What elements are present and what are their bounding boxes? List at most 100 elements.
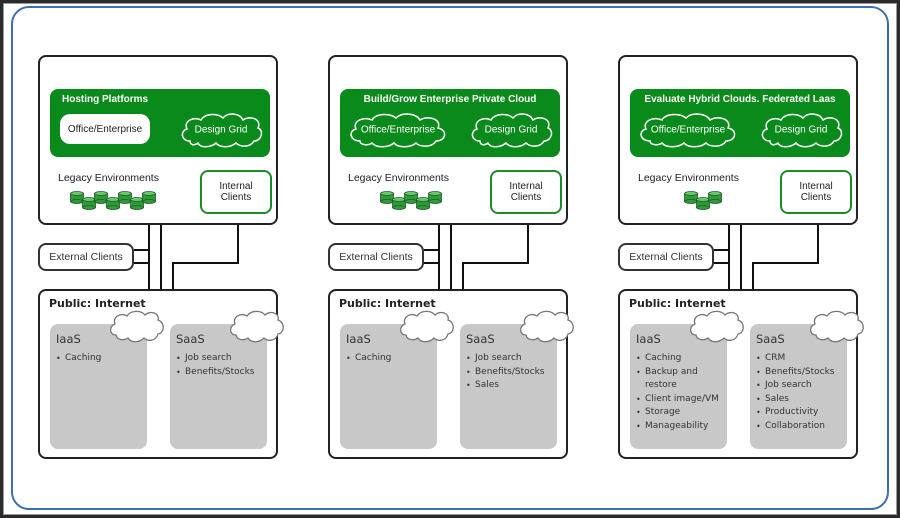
saas-cloud-icon [519, 310, 574, 343]
internal-clients-label-line1: Internal [799, 181, 833, 192]
iaas-cloud-icon [399, 310, 454, 343]
saas-list: Job searchBenefits/StocksSales [466, 352, 558, 393]
saas-panel: SaaS Job searchBenefits/StocksSales [460, 324, 557, 449]
saas-list: Job searchBenefits/Stocks [176, 352, 268, 379]
database-cylinder-icon [142, 189, 156, 204]
service-item: Benefits/Stocks [756, 366, 848, 380]
internal-clients-label-line1: Internal [219, 181, 253, 192]
platform-heading: Build/Grow Enterprise Private Cloud [363, 94, 537, 105]
cloud-icon [181, 113, 263, 148]
saas-title: SaaS [176, 332, 205, 346]
office-enterprise-cloud: Office/Enterprise [636, 111, 740, 149]
database-cylinder-icon [118, 189, 132, 204]
database-cylinder-icon [416, 195, 430, 210]
service-item: Benefits/Stocks [466, 366, 558, 380]
iaas-cloud-icon [689, 310, 744, 343]
cloud-icon [471, 113, 553, 148]
public-internet-title: Public: Internet [629, 297, 726, 310]
service-item: Collaboration [756, 420, 848, 434]
service-item: Job search [176, 352, 268, 366]
saas-title: SaaS [756, 332, 785, 346]
cloud-icon [640, 113, 736, 148]
cloud-icon [350, 113, 446, 148]
database-cylinder-icon [82, 195, 96, 210]
design-grid-label: Design Grid [194, 124, 248, 136]
saas-list: CRMBenefits/StocksJob searchSalesProduct… [756, 352, 848, 433]
external-clients-box: External Clients [618, 243, 714, 271]
service-item: Benefits/Stocks [176, 366, 268, 380]
service-item: Caching [346, 352, 438, 366]
stage-column-hybrid-cloud: Evaluate Hybrid Clouds. Federated Laas O… [610, 0, 900, 518]
platform-heading: Hosting Platforms [62, 94, 149, 105]
platform-panel: Build/Grow Enterprise Private Cloud Offi… [340, 89, 560, 157]
office-enterprise-label: Office/Enterprise [360, 124, 436, 136]
office-enterprise-label: Office/Enterprise [650, 124, 726, 136]
saas-title: SaaS [466, 332, 495, 346]
iaas-list: Caching [56, 352, 148, 366]
public-internet-box: Public: Internet IaaS CachingBackup and … [618, 289, 864, 459]
database-cylinder-icon [708, 189, 722, 204]
legacy-environments-label: Legacy Environments [638, 172, 739, 184]
platform-heading: Evaluate Hybrid Clouds. Federated Laas [644, 94, 836, 105]
stage-column-hosting: Hosting Platforms Office/Enterprise Desi… [30, 0, 320, 518]
public-internet-title: Public: Internet [339, 297, 436, 310]
service-item: Job search [466, 352, 558, 366]
design-grid-label: Design Grid [774, 124, 828, 136]
service-item: Manageability [636, 420, 728, 434]
iaas-title: IaaS [346, 332, 371, 346]
external-clients-box: External Clients [38, 243, 134, 271]
public-internet-box: Public: Internet IaaS Caching SaaS Job s… [38, 289, 284, 459]
service-item: CRM [756, 352, 848, 366]
service-item: Storage [636, 406, 728, 420]
legacy-environments-label: Legacy Environments [58, 172, 159, 184]
database-cylinder-icon [94, 189, 108, 204]
database-cylinder-icon [684, 189, 698, 204]
service-item: Sales [466, 379, 558, 393]
public-internet-box: Public: Internet IaaS Caching SaaS Job s… [328, 289, 574, 459]
saas-cloud-icon [229, 310, 284, 343]
internal-clients-label-line2: Clients [800, 192, 832, 203]
database-cylinder-icon [106, 195, 120, 210]
public-internet-title: Public: Internet [49, 297, 146, 310]
iaas-list: Caching [346, 352, 438, 366]
enterprise-box: Hosting Platforms Office/Enterprise Desi… [38, 55, 278, 225]
service-item: Caching [636, 352, 728, 366]
iaas-panel: IaaS CachingBackup and restoreClient ima… [630, 324, 727, 449]
service-item: Productivity [756, 406, 848, 420]
stage-column-private-cloud: Build/Grow Enterprise Private Cloud Offi… [320, 0, 610, 518]
service-item: Backup and restore [636, 366, 728, 393]
internal-clients-label-line2: Clients [510, 192, 542, 203]
enterprise-box: Evaluate Hybrid Clouds. Federated Laas O… [618, 55, 858, 225]
database-cylinder-icon [404, 189, 418, 204]
saas-cloud-icon [809, 310, 864, 343]
iaas-title: IaaS [56, 332, 81, 346]
internal-clients-label-line2: Clients [220, 192, 252, 203]
cloud-icon [761, 113, 843, 148]
iaas-title: IaaS [636, 332, 661, 346]
connector-lines [424, 170, 529, 290]
enterprise-box: Build/Grow Enterprise Private Cloud Offi… [328, 55, 568, 225]
database-cylinder-icon [428, 189, 442, 204]
iaas-list: CachingBackup and restoreClient image/VM… [636, 352, 728, 433]
office-enterprise-cloud: Office/Enterprise [346, 111, 450, 149]
service-item: Caching [56, 352, 148, 366]
external-clients-box: External Clients [328, 243, 424, 271]
internal-clients-label-line1: Internal [509, 181, 543, 192]
design-grid-cloud: Design Grid [758, 111, 844, 149]
design-grid-label: Design Grid [484, 124, 538, 136]
design-grid-cloud: Design Grid [468, 111, 554, 149]
saas-panel: SaaS CRMBenefits/StocksJob searchSalesPr… [750, 324, 847, 449]
iaas-cloud-icon [109, 310, 164, 343]
database-cylinder-icon [70, 189, 84, 204]
design-grid-cloud: Design Grid [178, 111, 264, 149]
iaas-panel: IaaS Caching [50, 324, 147, 449]
legacy-environments-label: Legacy Environments [348, 172, 449, 184]
saas-panel: SaaS Job searchBenefits/Stocks [170, 324, 267, 449]
database-cylinder-icon [380, 189, 394, 204]
office-enterprise-pill: Office/Enterprise [60, 114, 150, 144]
platform-panel: Hosting Platforms Office/Enterprise Desi… [50, 89, 270, 157]
database-cylinder-icon [696, 195, 710, 210]
service-item: Client image/VM [636, 393, 728, 407]
